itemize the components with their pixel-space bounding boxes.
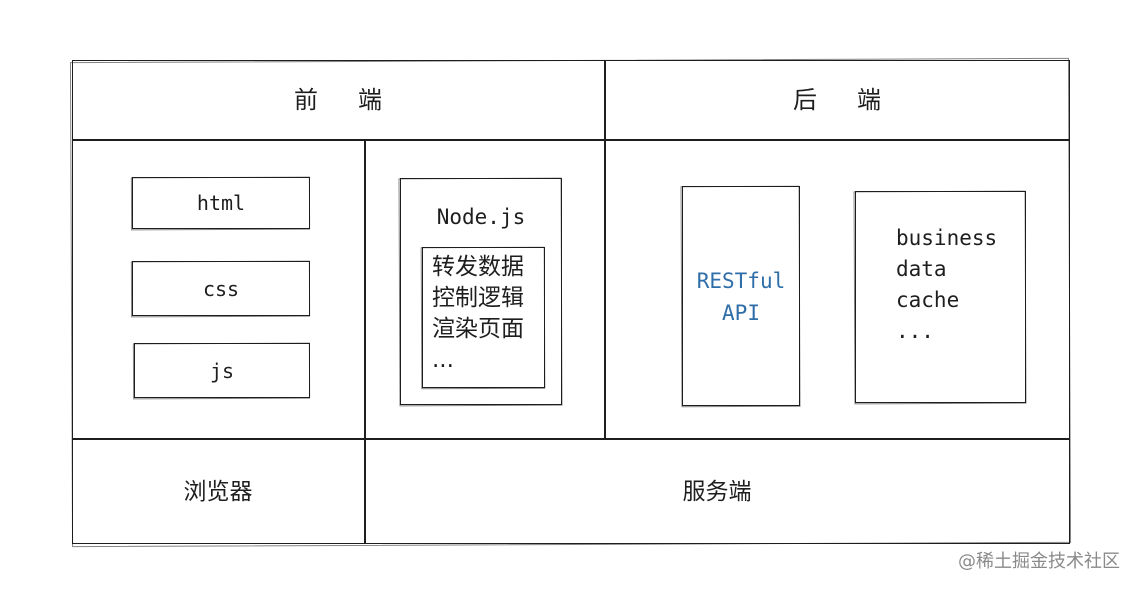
- js-label: js: [209, 359, 235, 383]
- services-list: business data cache ...: [896, 223, 997, 347]
- services-box: business data cache ...: [855, 191, 1026, 403]
- service-business: business: [896, 226, 998, 250]
- restful-api-box: RESTful API: [682, 186, 800, 406]
- frontend-backend-divider: [604, 60, 606, 439]
- nodejs-tasks-box: 转发数据 控制逻辑 渲染页面 ...: [422, 247, 545, 388]
- footer-divider: [72, 438, 1070, 440]
- watermark: @稀土掘金技术社区: [958, 551, 1120, 572]
- css-box: css: [132, 261, 310, 316]
- html-box: html: [132, 177, 310, 229]
- frontend-header: 前端: [294, 86, 422, 114]
- restful-label: RESTful: [696, 269, 786, 293]
- service-more: ...: [896, 319, 934, 343]
- nodejs-task-control: 控制逻辑: [432, 285, 524, 311]
- nodejs-task-render: 渲染页面: [432, 316, 524, 342]
- service-data: data: [896, 257, 947, 281]
- js-box: js: [134, 343, 310, 398]
- nodejs-task-forward: 转发数据: [432, 254, 524, 280]
- header-divider: [72, 139, 1070, 141]
- nodejs-box: Node.js 转发数据 控制逻辑 渲染页面 ...: [400, 178, 562, 405]
- css-label: css: [202, 277, 240, 301]
- nodejs-task-more: ...: [432, 347, 454, 373]
- api-label: API: [722, 301, 760, 325]
- html-label: html: [196, 191, 246, 215]
- diagram-frame: [72, 60, 1070, 544]
- browser-server-divider: [364, 139, 366, 544]
- backend-header: 后端: [793, 86, 921, 114]
- nodejs-task-list: 转发数据 控制逻辑 渲染页面 ...: [432, 252, 524, 376]
- server-label: 服务端: [682, 479, 752, 505]
- browser-label: 浏览器: [183, 479, 253, 505]
- nodejs-title: Node.js: [436, 205, 526, 229]
- service-cache: cache: [896, 288, 960, 312]
